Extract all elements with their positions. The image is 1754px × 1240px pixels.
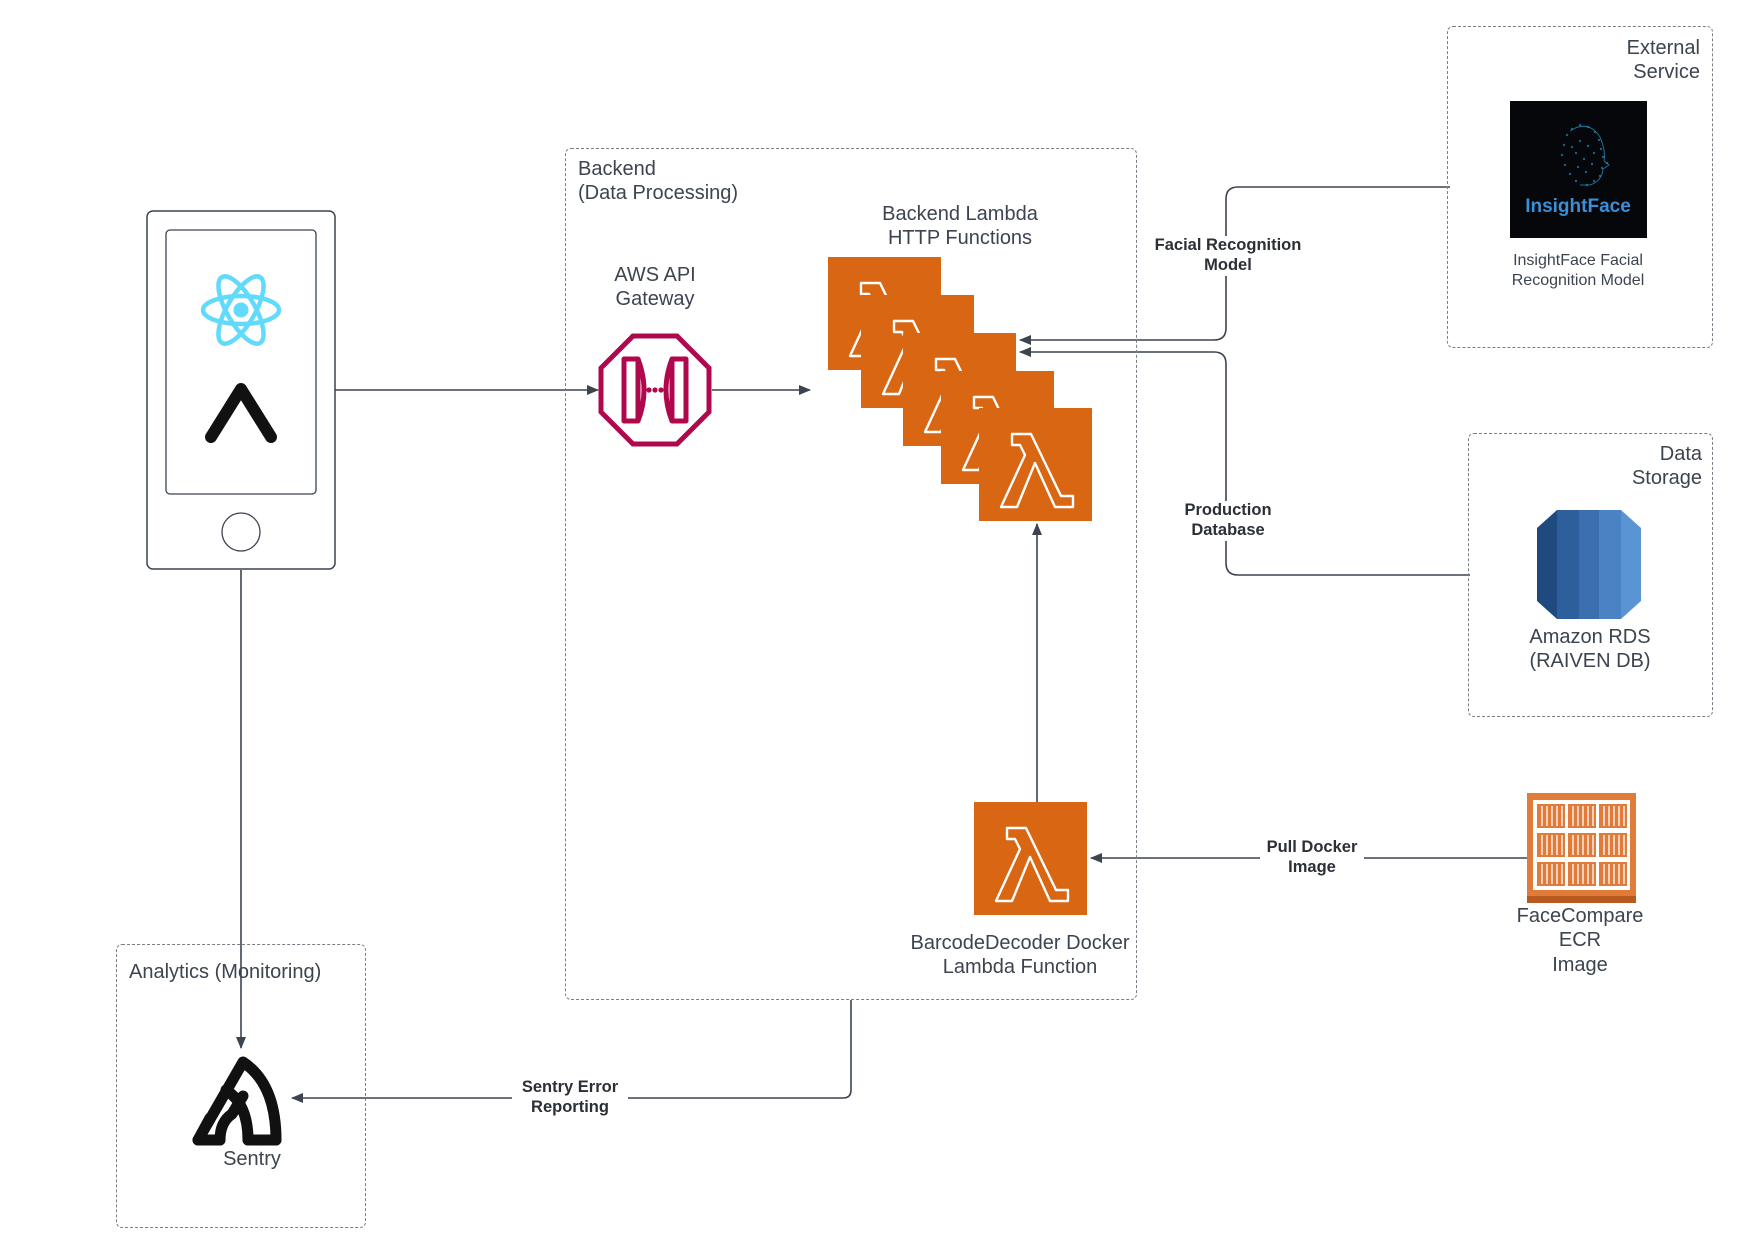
insightface-label: InsightFace Facial Recognition Model (1511, 252, 1645, 289)
lambda-functions-label: Backend Lambda HTTP Functions (882, 203, 1038, 250)
analytics-group (116, 944, 366, 1228)
api-gateway-label: AWS API Gateway (614, 264, 696, 311)
api-gateway-icon (598, 333, 712, 447)
barcode-lambda-label: BarcodeDecoder Docker Lambda Function (910, 932, 1130, 979)
aws-lambda-icon (974, 802, 1087, 915)
edge-rds-to-lambda (1019, 347, 1470, 576)
analytics-group-title: Analytics (Monitoring) (129, 961, 322, 983)
insightface-logo-text: InsightFace (1525, 196, 1631, 217)
pull-docker-edge-label: Pull Docker Image (1260, 838, 1364, 878)
sentry-logo-icon (190, 1052, 296, 1146)
edge-backend-to-sentry (291, 1000, 852, 1103)
backend-group (565, 148, 1137, 1000)
react-logo-icon (199, 272, 283, 348)
amazon-rds-icon (1537, 508, 1641, 621)
production-database-edge-label: Production Database (1176, 501, 1280, 541)
amazon-ecr-icon (1527, 793, 1636, 903)
external-service-group (1447, 26, 1713, 348)
data-storage-group (1468, 433, 1713, 717)
sentry-error-edge-label: Sentry Error Reporting (512, 1078, 628, 1118)
ecr-label: FaceCompare ECR Image (1516, 905, 1644, 976)
facial-recognition-edge-label: Facial Recognition Model (1148, 236, 1308, 276)
expo-logo-icon (201, 377, 281, 447)
sentry-label: Sentry (223, 1148, 281, 1170)
data-storage-group-title: Data Storage (1631, 443, 1702, 490)
backend-group-title: Backend (Data Processing) (578, 158, 739, 205)
rds-label: Amazon RDS (RAIVEN DB) (1529, 626, 1651, 673)
external-service-group-title: External Service (1626, 37, 1700, 84)
insightface-logo: InsightFace (1510, 101, 1647, 238)
lambda-stack (828, 257, 1094, 523)
